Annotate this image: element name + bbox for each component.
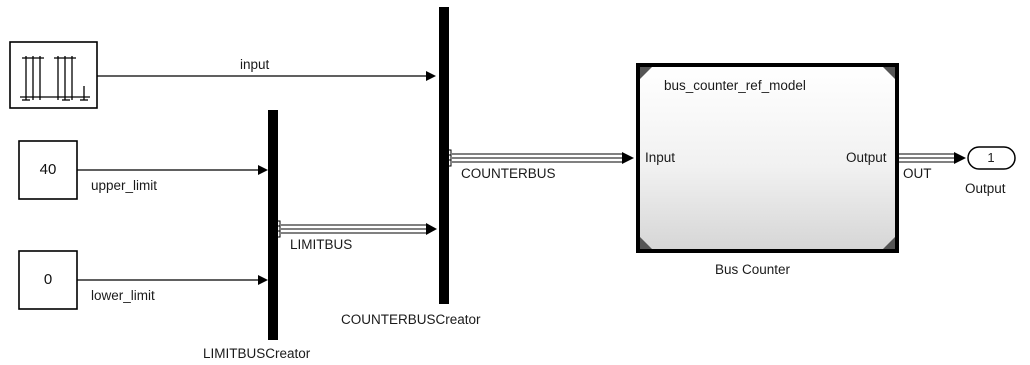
output-port-block[interactable] xyxy=(967,146,1016,170)
counterbus-signal-label: COUNTERBUS xyxy=(461,166,556,181)
upper-limit-constant-block[interactable] xyxy=(18,140,78,200)
limitbus-creator-name: LIMITBUSCreator xyxy=(203,346,311,361)
input-signal-line[interactable] xyxy=(97,71,436,81)
pulse-signal-icon xyxy=(20,56,90,101)
lower-limit-constant-value: 0 xyxy=(43,271,53,288)
counterbus-creator-block[interactable] xyxy=(439,7,449,304)
lower-limit-signal-line[interactable] xyxy=(77,275,268,285)
output-port-number: 1 xyxy=(987,150,995,165)
limitbus-signal-line[interactable] xyxy=(270,220,437,238)
counterbus-signal-line[interactable] xyxy=(441,149,634,167)
lower-limit-signal-label: lower_limit xyxy=(91,288,155,303)
upper-limit-constant-value: 40 xyxy=(39,161,57,178)
out-signal-label: OUT xyxy=(903,166,932,181)
limitbus-signal-label: LIMITBUS xyxy=(290,237,353,252)
upper-limit-signal-label: upper_limit xyxy=(91,178,158,193)
bus-counter-model-block[interactable] xyxy=(636,63,899,253)
model-output-port-label: Output xyxy=(846,150,887,165)
model-input-port-label: Input xyxy=(645,150,676,165)
counterbus-creator-name: COUNTERBUSCreator xyxy=(341,312,481,327)
output-port-name: Output xyxy=(965,181,1006,196)
lower-limit-constant-block[interactable] xyxy=(18,250,78,310)
signal-source-block[interactable] xyxy=(9,41,98,109)
upper-limit-signal-line[interactable] xyxy=(77,165,268,175)
limitbus-creator-block[interactable] xyxy=(268,110,278,340)
input-signal-label: input xyxy=(240,57,270,72)
bus-counter-block-name: Bus Counter xyxy=(715,262,791,277)
out-signal-line[interactable] xyxy=(899,152,966,164)
model-reference-name: bus_counter_ref_model xyxy=(664,78,806,93)
